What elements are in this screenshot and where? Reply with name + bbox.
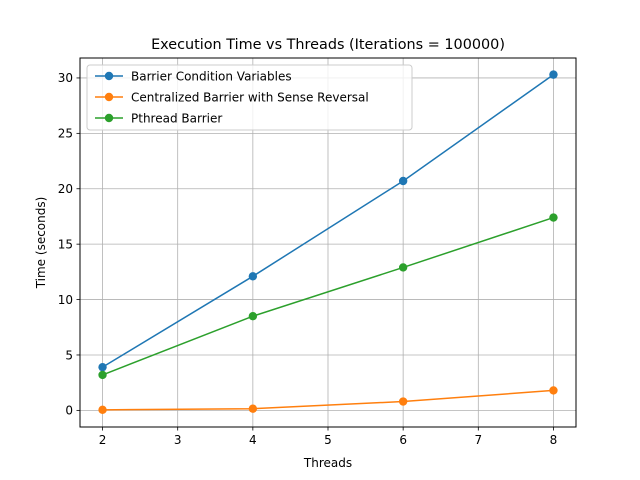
data-point [549, 213, 558, 222]
data-point [98, 370, 107, 380]
x-tick-label: 5 [324, 433, 332, 447]
chart-title: Execution Time vs Threads (Iterations = … [151, 37, 505, 53]
y-tick-label: 10 [58, 293, 73, 307]
y-tick-label: 15 [58, 237, 73, 251]
data-point [98, 362, 107, 372]
legend-label: Centralized Barrier with Sense Reversal [131, 90, 369, 104]
data-point [549, 70, 558, 79]
legend-marker [104, 92, 114, 102]
x-axis-label: Threads [303, 456, 352, 470]
x-tick-label: 6 [399, 433, 407, 447]
series-line-2 [102, 389, 554, 411]
y-tick-label: 25 [58, 127, 73, 141]
data-point [549, 386, 558, 395]
x-tick-label: 3 [174, 433, 182, 447]
x-tick-label: 8 [550, 433, 558, 447]
x-tick-label: 4 [249, 433, 257, 447]
data-point [248, 404, 258, 413]
data-point [398, 176, 408, 186]
y-axis: 0 5 10 15 20 25 30 [58, 71, 80, 418]
y-tick-label: 5 [65, 348, 73, 362]
legend-label: Pthread Barrier [131, 111, 222, 125]
data-point [98, 405, 107, 415]
series-group [98, 70, 558, 415]
legend-marker [104, 71, 114, 81]
data-point [248, 311, 258, 321]
legend-marker [104, 113, 114, 123]
legend-box [86, 64, 413, 131]
x-tick-label: 7 [474, 433, 482, 447]
series-line-3 [102, 216, 554, 376]
x-axis: 2 3 4 5 6 7 8 [99, 427, 558, 447]
y-tick-label: 0 [65, 404, 73, 418]
data-point [398, 397, 408, 406]
y-axis-label: Time (seconds) [34, 197, 48, 290]
series-line-1 [102, 74, 554, 368]
legend-label: Barrier Condition Variables [131, 69, 292, 83]
data-point [248, 272, 258, 281]
y-tick-label: 30 [58, 71, 73, 85]
x-tick-label: 2 [99, 433, 107, 447]
y-tick-label: 20 [58, 182, 73, 196]
data-point [398, 263, 408, 272]
